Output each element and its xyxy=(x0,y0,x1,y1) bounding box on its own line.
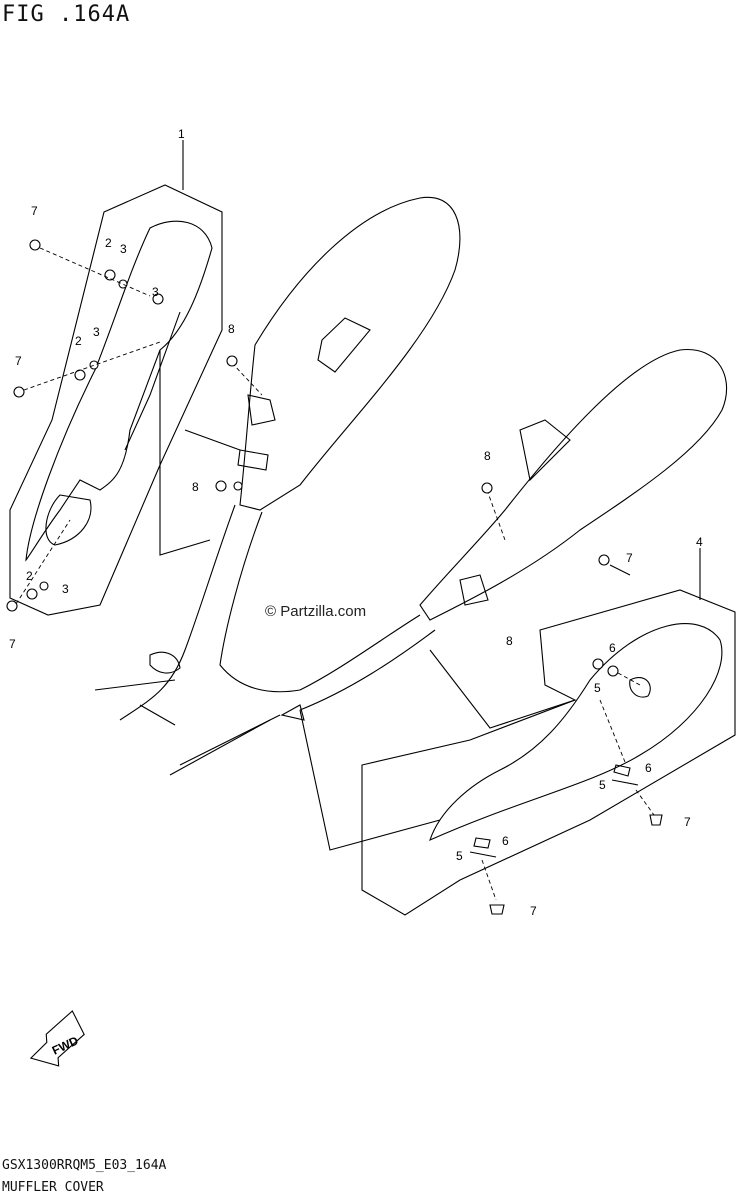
callout-5-top: 5 xyxy=(594,681,601,695)
bolt-7-top-left xyxy=(29,239,41,251)
callout-6-top: 6 xyxy=(609,641,616,655)
figure-title: FIG .164A xyxy=(2,2,131,27)
bolt-7-right-top xyxy=(598,554,610,566)
callout-8-lower: 8 xyxy=(484,449,491,463)
callout-5-bottom: 5 xyxy=(456,849,463,863)
exhaust-pipe-upper xyxy=(119,504,236,721)
grommet-top xyxy=(152,293,164,305)
callout-8-lower-b: 8 xyxy=(506,634,513,648)
bolt-7-mid-left xyxy=(13,386,25,398)
callout-2-top: 2 xyxy=(105,236,112,250)
callout-7-top: 7 xyxy=(31,204,38,218)
section-name: MUFFLER COVER xyxy=(2,1180,104,1195)
washer-2-top xyxy=(104,269,116,281)
muffler-cover-left xyxy=(25,220,213,562)
callout-3-bottom: 3 xyxy=(62,582,69,596)
callout-4: 4 xyxy=(696,535,703,549)
nut-8-lower-top xyxy=(481,482,493,494)
drawing-code: GSX1300RRQM5_E03_164A xyxy=(2,1158,167,1173)
cover-left-rib xyxy=(124,311,181,451)
bolt-7-bottom-left xyxy=(6,600,18,612)
washer-3-mid xyxy=(89,360,99,370)
muffler-lower xyxy=(419,349,727,621)
callout-8-upper: 8 xyxy=(228,322,235,336)
washer-3-bottom xyxy=(39,581,49,591)
watermark-text: © Partzilla.com xyxy=(265,603,367,620)
callout-3-top: 3 xyxy=(120,242,127,256)
bolt-7-right-mid xyxy=(649,814,663,826)
washer-5-top xyxy=(592,658,604,670)
callout-7-right-top: 7 xyxy=(626,551,633,565)
cover-left-inner xyxy=(45,494,92,546)
washer-2-mid xyxy=(74,369,86,381)
callout-7-right-mid: 7 xyxy=(684,815,691,829)
callout-1: 1 xyxy=(178,127,185,141)
bolt-7-right-bottom xyxy=(489,904,505,915)
callout-2-bottom: 2 xyxy=(26,569,33,583)
washer-3-top xyxy=(118,279,128,289)
callout-7-mid: 7 xyxy=(15,354,22,368)
callout-6-bottom: 6 xyxy=(502,834,509,848)
fwd-arrow-icon: FWD xyxy=(29,1010,85,1067)
nut-8-upper xyxy=(226,355,238,367)
callout-7-bottom: 7 xyxy=(9,637,16,651)
nut-8-mid xyxy=(215,480,227,492)
callout-8-mid: 8 xyxy=(192,480,199,494)
callout-6-mid: 6 xyxy=(645,761,652,775)
callout-2-mid: 2 xyxy=(75,334,82,348)
collar-6-top xyxy=(607,665,619,677)
callout-7-right-bottom: 7 xyxy=(530,904,537,918)
exhaust-pipe-lower xyxy=(299,614,421,691)
cover-4-box xyxy=(361,589,736,916)
cover-1-box xyxy=(9,184,223,616)
washer-2-bottom xyxy=(26,588,38,600)
callout-3-top-b: 3 xyxy=(152,285,159,299)
callout-3-mid: 3 xyxy=(93,325,100,339)
callout-5-mid: 5 xyxy=(599,778,606,792)
